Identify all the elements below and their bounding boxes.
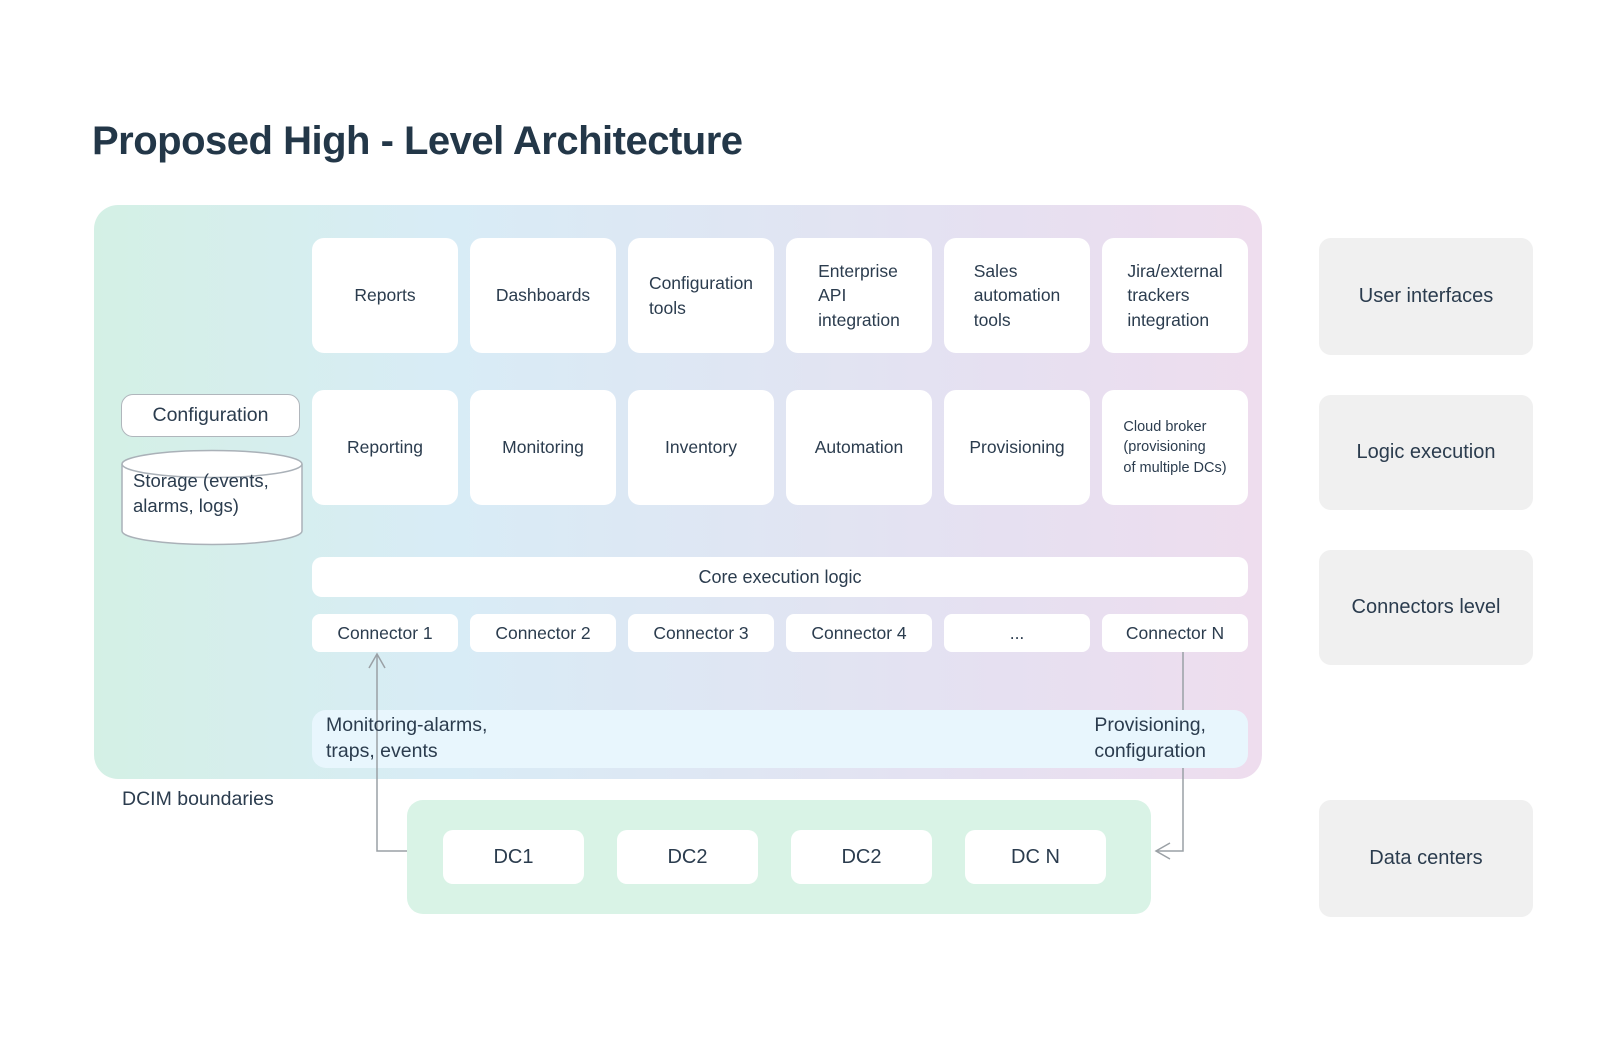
box-label: Dashboards bbox=[495, 285, 591, 306]
connector-label: Connector 2 bbox=[495, 622, 591, 643]
dcim-boundaries-label: DCIM boundaries bbox=[122, 788, 274, 810]
dc-label: DC1 bbox=[493, 845, 534, 868]
box-dashboards: Dashboards bbox=[470, 238, 616, 353]
connector-label: Connector 4 bbox=[811, 622, 907, 643]
storage-label: Storage (events, alarms, logs) bbox=[133, 470, 269, 516]
storage-cylinder: Storage (events, alarms, logs) bbox=[121, 449, 303, 546]
dc-label: DC N bbox=[1011, 845, 1060, 868]
layer-label-user-interfaces: User interfaces bbox=[1319, 238, 1533, 355]
layer-label: User interfaces bbox=[1358, 285, 1494, 307]
connector-label: Connector N bbox=[1125, 622, 1225, 643]
configuration-label: Configuration bbox=[152, 404, 269, 426]
data-centers-panel: DC1 DC2 DC2 DC N bbox=[407, 800, 1151, 914]
connector-label: Connector 3 bbox=[653, 622, 749, 643]
box-label: Provisioning bbox=[969, 437, 1065, 458]
box-reports: Reports bbox=[312, 238, 458, 353]
box-configuration-tools: Configuration tools bbox=[628, 238, 774, 353]
cylinder-shape bbox=[121, 449, 303, 546]
connector-label: Connector 1 bbox=[337, 622, 433, 643]
dcim-main-panel: Reports Dashboards Configuration tools E… bbox=[94, 205, 1262, 860]
connector-ellipsis-box: ... bbox=[944, 614, 1090, 652]
connector-1-box: Connector 1 bbox=[312, 614, 458, 652]
box-label: Enterprise API integration bbox=[818, 261, 900, 330]
box-automation: Automation bbox=[786, 390, 932, 505]
layer-label-connectors-level: Connectors level bbox=[1319, 550, 1533, 665]
box-label: Monitoring bbox=[502, 437, 584, 458]
connector-label: ... bbox=[1009, 622, 1025, 643]
box-inventory: Inventory bbox=[628, 390, 774, 505]
box-enterprise-api-integration: Enterprise API integration bbox=[786, 238, 932, 353]
layer-label-data-centers: Data centers bbox=[1319, 800, 1533, 917]
box-jira-external-trackers: Jira/external trackers integration bbox=[1102, 238, 1248, 353]
box-label: Cloud broker (provisioning of multiple D… bbox=[1123, 419, 1227, 476]
core-bar-label: Core execution logic bbox=[698, 566, 862, 587]
dc-n-box: DC N bbox=[965, 830, 1106, 884]
connector-2-box: Connector 2 bbox=[470, 614, 616, 652]
box-reporting: Reporting bbox=[312, 390, 458, 505]
box-label: Sales automation tools bbox=[973, 261, 1061, 330]
dc1-box: DC1 bbox=[443, 830, 584, 884]
dc2-box: DC2 bbox=[617, 830, 758, 884]
connector-3-box: Connector 3 bbox=[628, 614, 774, 652]
box-label: Jira/external trackers integration bbox=[1127, 261, 1223, 330]
flow-label-bar: Monitoring-alarms, traps, events Provisi… bbox=[312, 710, 1248, 768]
connector-4-box: Connector 4 bbox=[786, 614, 932, 652]
layer-label: Data centers bbox=[1369, 847, 1483, 869]
provisioning-flow-label: Provisioning, configuration bbox=[1094, 714, 1206, 762]
dc-label: DC2 bbox=[841, 845, 882, 868]
box-monitoring: Monitoring bbox=[470, 390, 616, 505]
dc-label: DC2 bbox=[667, 845, 708, 868]
box-cloud-broker: Cloud broker (provisioning of multiple D… bbox=[1102, 390, 1248, 505]
page-title: Proposed High - Level Architecture bbox=[92, 119, 743, 163]
box-label: Inventory bbox=[665, 437, 737, 458]
box-sales-automation-tools: Sales automation tools bbox=[944, 238, 1090, 353]
box-label: Reports bbox=[354, 285, 416, 306]
layer-label-logic-execution: Logic execution bbox=[1319, 395, 1533, 510]
connector-n-box: Connector N bbox=[1102, 614, 1248, 652]
core-execution-logic-bar: Core execution logic bbox=[312, 557, 1248, 597]
box-label: Configuration tools bbox=[648, 273, 754, 318]
box-label: Automation bbox=[814, 437, 904, 458]
configuration-box: Configuration bbox=[121, 394, 300, 437]
layer-label: Connectors level bbox=[1351, 596, 1501, 618]
monitoring-flow-label: Monitoring-alarms, traps, events bbox=[326, 714, 488, 762]
box-provisioning: Provisioning bbox=[944, 390, 1090, 505]
box-label: Reporting bbox=[347, 437, 423, 458]
dc2b-box: DC2 bbox=[791, 830, 932, 884]
layer-label: Logic execution bbox=[1356, 441, 1496, 463]
